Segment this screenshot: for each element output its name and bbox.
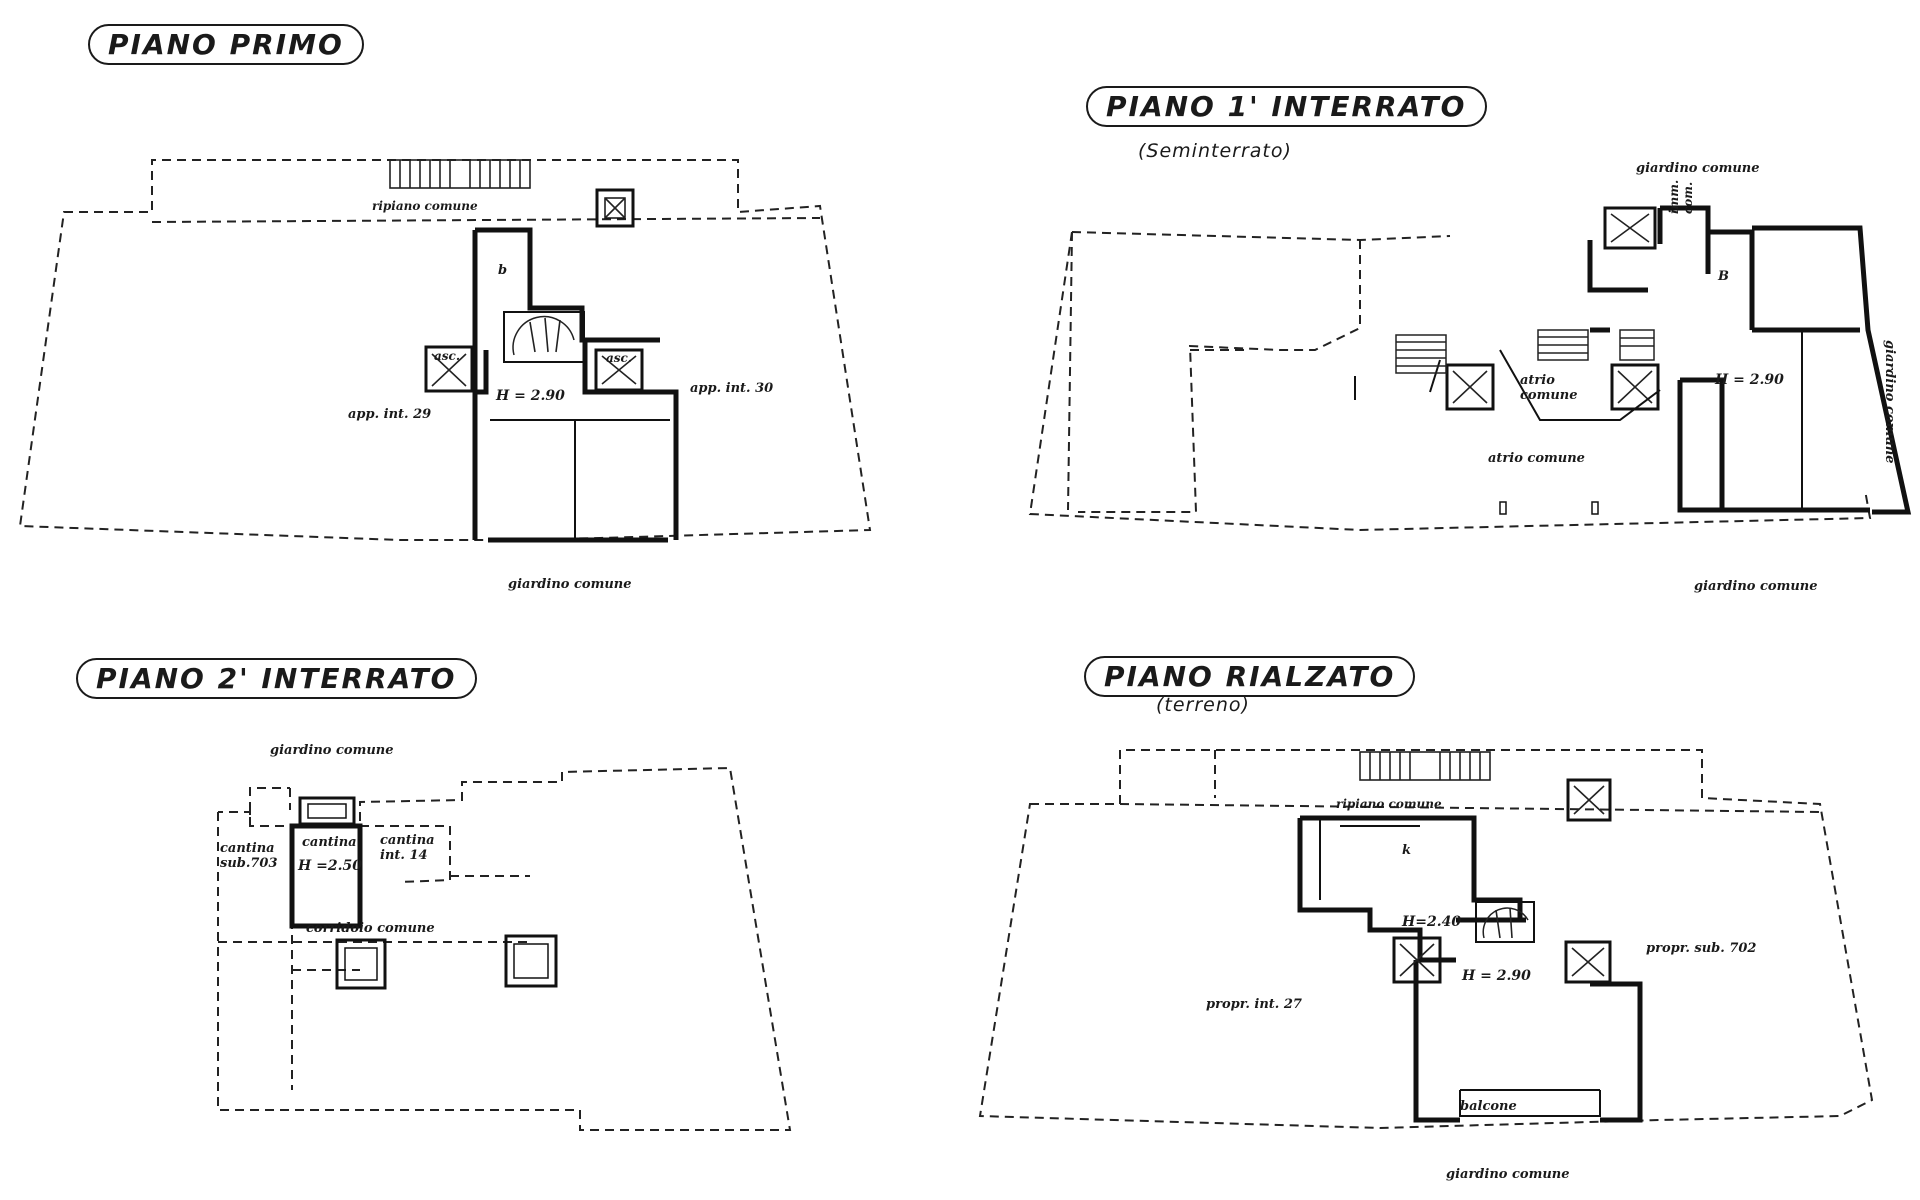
plan-piano-rialzato: PIANO RIALZATO (terreno) ripiano comune … [960,620,1920,1200]
label-giardino-comune: giardino comune [1446,1167,1570,1182]
label-asc-right: asc. [606,351,633,365]
floorplan-2-interrato-drawing [217,766,792,1131]
label-ripiano-comune: ripiano comune [1336,797,1442,811]
label-corridoio-comune: corridoio comune [306,921,435,936]
title-piano-2-interrato: PIANO 2' INTERRATO [76,658,477,699]
label-giardino-comune-top: giardino comune [1636,161,1760,176]
plan-piano-1-interrato: PIANO 1' INTERRATO (Seminterrato) giardi… [960,0,1920,620]
label-room-B: B [1718,269,1729,284]
label-height-290: H = 2.90 [1462,968,1531,984]
floorplan-rialzato-drawing [978,749,1874,1130]
label-room-b: b [498,263,508,278]
label-atrio-comune: atrio comune [1488,451,1585,466]
subtitle-seminterrato: (Seminterrato) [1138,140,1292,162]
subtitle-terreno: (terreno) [1156,694,1250,716]
label-cantina-sub-703: cantina sub.703 [220,841,278,871]
label-room-k: k [1402,843,1412,858]
stair-top [389,159,531,189]
label-height: H = 2.90 [1715,372,1784,388]
label-cantina-int-14: cantina int. 14 [380,833,435,863]
label-propr-int-27: propr. int. 27 [1206,997,1302,1012]
label-height: H = 2.90 [496,388,565,404]
label-height-240: H=2.40 [1402,914,1462,930]
label-balcone: balcone [1460,1099,1517,1114]
plan-piano-primo: PIANO PRIMO ripiano comune b asc. asc. H… [0,0,960,620]
label-giardino-comune-bottom: giardino comune [1694,579,1818,594]
label-app-int-29: app. int. 29 [348,407,432,422]
title-piano-1-interrato: PIANO 1' INTERRATO [1086,86,1487,127]
plan-piano-2-interrato: PIANO 2' INTERRATO giardino comune canti… [0,620,960,1200]
label-atrio-comune-inner: atrio comune [1520,373,1578,403]
label-height: H =2.50 [298,858,362,874]
floorplan-piano-primo-drawing [18,159,872,543]
title-piano-primo: PIANO PRIMO [88,24,364,65]
label-propr-sub-702: propr. sub. 702 [1646,941,1757,956]
title-piano-rialzato: PIANO RIALZATO [1084,656,1416,697]
label-app-int-30: app. int. 30 [690,381,774,396]
label-giardino-comune: giardino comune [270,743,394,758]
floorplan-1-interrato-drawing [1028,205,1912,532]
label-cantina: cantina [302,835,357,850]
label-giardino-comune-side: giardino comune [1882,340,1897,464]
label-imm-com: imm. com. [1667,179,1695,214]
label-giardino-comune: giardino comune [508,577,632,592]
label-ripiano-comune: ripiano comune [372,199,478,213]
label-asc-left: asc. [434,349,461,363]
